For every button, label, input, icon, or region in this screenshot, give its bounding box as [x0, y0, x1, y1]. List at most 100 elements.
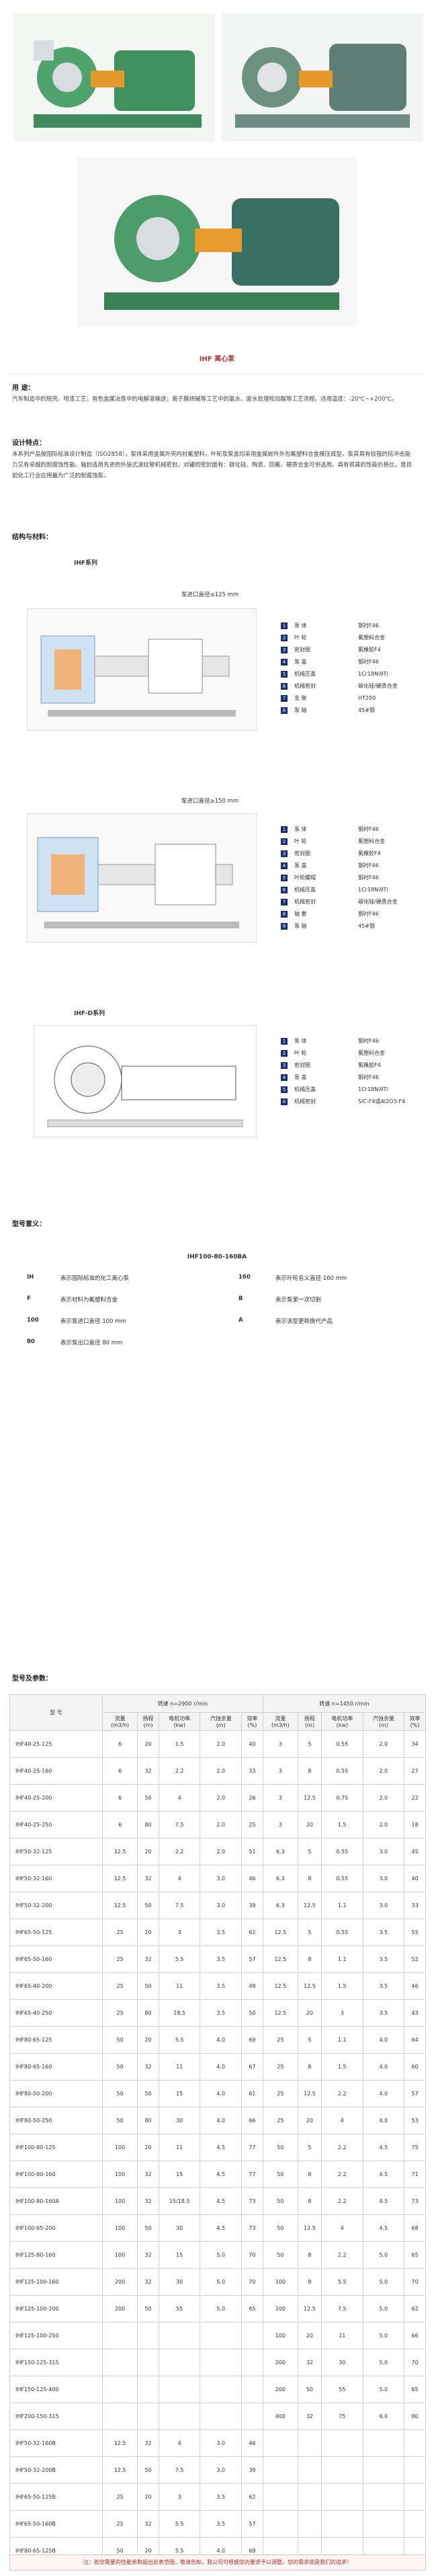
spec-value-cell: 3.0	[200, 2429, 243, 2457]
spec-value-cell	[404, 2483, 426, 2511]
spec-model-cell: IHF80-65-125	[9, 2026, 103, 2054]
model-code2: 160	[238, 1274, 251, 1281]
spec-value-cell: 30	[158, 2268, 201, 2296]
spec-value-cell: 32	[137, 1945, 159, 1973]
part-name: 机械压盖	[294, 1086, 316, 1092]
part-number: 4	[281, 862, 288, 869]
spec-model-cell: IHF100-65-200	[9, 2214, 103, 2242]
part-name: 支 架	[294, 695, 307, 701]
spec-model-cell: IHF200-150-315	[9, 2403, 103, 2430]
spec-value-cell: 4.5	[200, 2187, 243, 2215]
part-number: 8	[281, 707, 288, 714]
spec-value-cell: 5.5	[158, 2026, 201, 2054]
part-material: 氟塑料合金	[358, 1050, 385, 1056]
spec-model-cell: IHF65-40-250	[9, 1999, 103, 2027]
spec-col-header: 流量 (m3/h)	[102, 1712, 138, 1731]
spec-value-cell: 0.75	[320, 1784, 363, 1812]
spec-value-cell: 12.5	[262, 1999, 298, 2027]
spec-value-cell: 5.0	[200, 2241, 243, 2269]
spec-value-cell: 4.5	[200, 2134, 243, 2161]
spec-value-cell: 43	[404, 1999, 426, 2027]
design-text: 本系列产品按国际标准设计制造（ISO2858），泵体采用金属外壳内衬氟塑料，叶轮…	[12, 451, 413, 479]
spec-value-cell: 4	[320, 2107, 363, 2134]
part-name: 泵 体	[294, 826, 307, 832]
spec-value-cell: 5.5	[158, 1945, 201, 1973]
spec-value-cell: 20	[297, 2107, 322, 2134]
spec-value-cell: 20	[297, 2322, 322, 2349]
spec-value-cell	[320, 2510, 363, 2538]
spec-value-cell: 200	[102, 2295, 138, 2323]
spec-value-cell: 3.5	[362, 1945, 405, 1973]
spec-value-cell: 40	[404, 1865, 426, 1892]
spec-value-cell: 100	[262, 2268, 298, 2296]
part-number: 8	[281, 910, 288, 918]
design-title: 设计特点：	[12, 440, 46, 447]
spec-value-cell: 0.55	[320, 1919, 363, 1946]
spec-value-cell: 3.5	[200, 1945, 243, 1973]
spec-value-cell: 5.0	[362, 2349, 405, 2376]
spec-value-cell: 2.2	[158, 1838, 201, 1865]
spec-value-cell: 1.1	[320, 1945, 363, 1973]
spec-value-cell: 8	[297, 2268, 322, 2296]
spec-value-cell: 12.5	[102, 1865, 138, 1892]
part-number: 2	[281, 838, 288, 845]
spec-value-cell: 2.0	[362, 1784, 405, 1812]
spec-value-cell: 5	[297, 1919, 322, 1946]
spec-value-cell	[241, 2349, 263, 2376]
spec-value-cell: 7.5	[158, 1892, 201, 1919]
spec-value-cell: 1.5	[320, 1811, 363, 1839]
spec-value-cell: 3.0	[362, 1892, 405, 1919]
spec-value-cell: 80	[137, 1999, 159, 2027]
spec-col-header: 电机功率 (kw)	[158, 1712, 201, 1731]
spec-value-cell: 50	[137, 2080, 159, 2107]
spec-value-cell	[404, 2456, 426, 2484]
spec-value-cell: 15/18.5	[158, 2187, 201, 2215]
spec-value-cell: 70	[241, 2241, 263, 2269]
part-name: 泵 盖	[294, 862, 307, 869]
part-name: 叶 轮	[294, 1050, 307, 1056]
spec-value-cell: 45	[404, 1838, 426, 1865]
part-material: 钢衬F46	[358, 826, 379, 832]
spec-value-cell: 32	[297, 2349, 322, 2376]
structure-diagram-3	[34, 1025, 257, 1137]
spec-value-cell	[404, 2429, 426, 2457]
spec-value-cell: 6.3	[262, 1892, 298, 1919]
spec-value-cell: 5.0	[362, 2295, 405, 2323]
pump-photo-2-graphic	[235, 44, 410, 128]
structure-diagram-1-graphic	[40, 635, 236, 717]
spec-value-cell: 60	[404, 2053, 426, 2081]
spec-value-cell: 12.5	[102, 1892, 138, 1919]
spec-title: 型号及参数：	[12, 1675, 52, 1683]
spec-value-cell: 3.5	[362, 1919, 405, 1946]
spec-value-cell	[137, 2322, 159, 2349]
spec-value-cell: 50	[297, 2376, 322, 2403]
part-material: 钢衬F46	[358, 911, 379, 917]
spec-value-cell: 200	[262, 2376, 298, 2403]
spec-value-cell: 2.0	[200, 1838, 243, 1865]
spec-value-cell	[200, 2322, 243, 2349]
part-number: 3	[281, 1061, 288, 1069]
spec-value-cell: 5.0	[362, 2322, 405, 2349]
spec-value-cell: 50	[241, 1999, 263, 2027]
part-material: 1Cr18Ni9Ti	[358, 887, 388, 893]
spec-value-cell: 2.0	[200, 1730, 243, 1758]
spec-value-cell: 4.0	[200, 2053, 243, 2081]
model-code: 80	[27, 1338, 35, 1345]
part-name: 泵 轴	[294, 923, 307, 929]
